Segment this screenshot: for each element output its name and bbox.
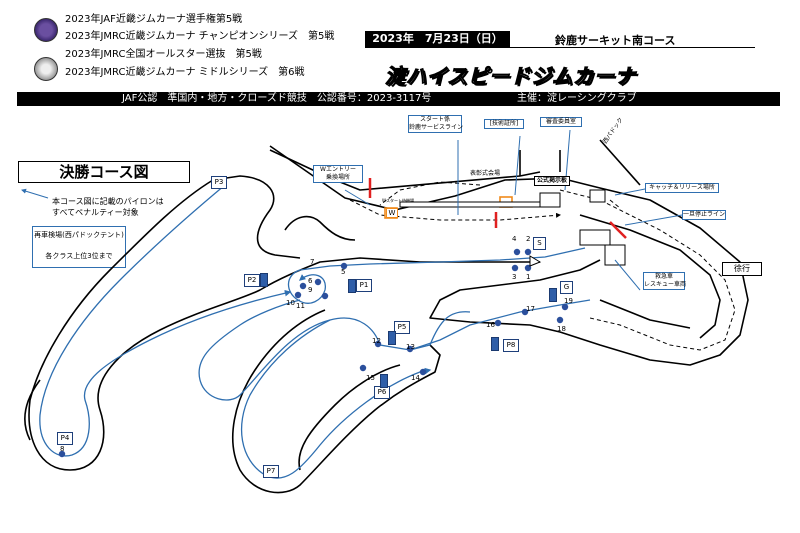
s-gate-marker	[529, 255, 542, 267]
pylon-11: 11	[296, 302, 305, 310]
pylon-19: 19	[564, 297, 573, 305]
parking-p4: P4	[57, 432, 73, 445]
pylon-15: 15	[366, 374, 375, 382]
parking-p5: P5	[394, 321, 410, 334]
pylon-13: 13	[406, 343, 415, 351]
pylon-penalty-note: 本コース図に記載のパイロンは すべてペナルティー対象	[52, 197, 164, 217]
organizer: 主催：淀レーシングクラブ	[517, 93, 637, 104]
pylon-10: 10	[286, 299, 295, 307]
parking-p6-box	[380, 374, 388, 388]
pylon-3: 3	[512, 273, 517, 281]
awards-text: 各クラス上位3位まで	[45, 252, 113, 260]
championship-line-1: 2023年JAF近畿ジムカーナ選手権第5戦	[65, 14, 243, 25]
parking-p8-box	[491, 337, 499, 351]
championship-line-2: 2023年JMRC近畿ジムカーナ チャンピオンシリーズ 第5戦	[65, 31, 335, 42]
pylon-2: 2	[526, 235, 531, 243]
label-w-marker: W	[386, 208, 398, 218]
goal-gate: G	[560, 281, 573, 294]
parking-p2: P2	[244, 274, 260, 287]
note-arrow	[21, 188, 49, 199]
pylon-5: 5	[341, 268, 346, 276]
label-slow: 徐行	[722, 262, 762, 276]
event-title: 淀ハイスピードジムカーナ	[385, 64, 636, 89]
parking-g-box	[549, 288, 557, 302]
course-line	[39, 184, 591, 479]
jaf-logo	[34, 18, 58, 42]
jmrc-logo	[34, 57, 58, 81]
parking-p1: P1	[356, 279, 372, 292]
pylon-16: 16	[486, 321, 495, 329]
label-rescue: 救急車 レスキュー車両	[643, 272, 687, 290]
venue-name: 鈴鹿サーキット南コース	[555, 34, 676, 47]
parking-p2-box	[260, 273, 268, 287]
championship-line-4: 2023年JMRC近畿ジムカーナ ミドルシリーズ 第6戦	[65, 67, 305, 78]
pylon-18: 18	[557, 325, 566, 333]
sanction-info: JAF公認 準国内・地方・クローズド競技 公認番号：2023-3117号	[122, 93, 432, 104]
pylon-17: 17	[526, 305, 535, 313]
label-w-standby: Wスタート待機場	[382, 198, 414, 203]
callout-lines	[344, 129, 683, 291]
red-markers	[368, 178, 627, 239]
reinspection-box: 再車検場(西パドックテント) 各クラス上位3位まで	[32, 226, 126, 268]
label-table-seat: 表彰式会場	[470, 170, 501, 177]
pylon-9: 9	[308, 286, 313, 294]
pylons	[58, 248, 569, 458]
start-gate: S	[533, 237, 546, 250]
pylon-14: 14	[411, 374, 420, 382]
label-official-notice: 公式掲示板	[534, 176, 570, 186]
pylon-8: 8	[60, 445, 65, 453]
pylon-12: 12	[372, 337, 381, 345]
parking-p1-box	[348, 279, 356, 293]
dashed-route	[349, 181, 736, 351]
pylon-4: 4	[512, 235, 517, 243]
parking-p8: P8	[503, 339, 519, 352]
date-bar: 2023年 7月23日（日）	[365, 31, 510, 47]
label-judge-room: 審査委員室	[540, 117, 582, 127]
pylon-1: 1	[526, 273, 531, 281]
info-bar: JAF公認 準国内・地方・クローズド競技 公認番号：2023-3117号 主催：…	[17, 92, 780, 106]
reinspection-text: 再車検場(西パドックテント)	[34, 231, 124, 239]
label-catch-release: キャッチ＆リリース場所	[645, 183, 719, 193]
event-date: 2023年 7月23日（日）	[372, 32, 503, 45]
pylon-7: 7	[310, 258, 315, 266]
buildings	[399, 189, 626, 266]
parking-p5-box	[388, 331, 396, 345]
pylon-6: 6	[308, 277, 313, 285]
label-w-entry: Wエントリー 乗換場所	[313, 165, 363, 183]
section-title: 決勝コース図	[18, 161, 190, 183]
label-start-line: スタート係 鈴鹿サービスライン	[408, 115, 464, 133]
track-outline	[24, 139, 749, 494]
parking-p3: P3	[211, 176, 227, 189]
date-rule	[365, 47, 755, 48]
label-tech: [技術証所]	[484, 119, 524, 129]
label-stop-line: 一旦停止ライン	[682, 210, 726, 220]
championship-line-3: 2023年JMRC全国オールスター選抜 第5戦	[65, 49, 262, 60]
parking-p7: P7	[263, 465, 279, 478]
